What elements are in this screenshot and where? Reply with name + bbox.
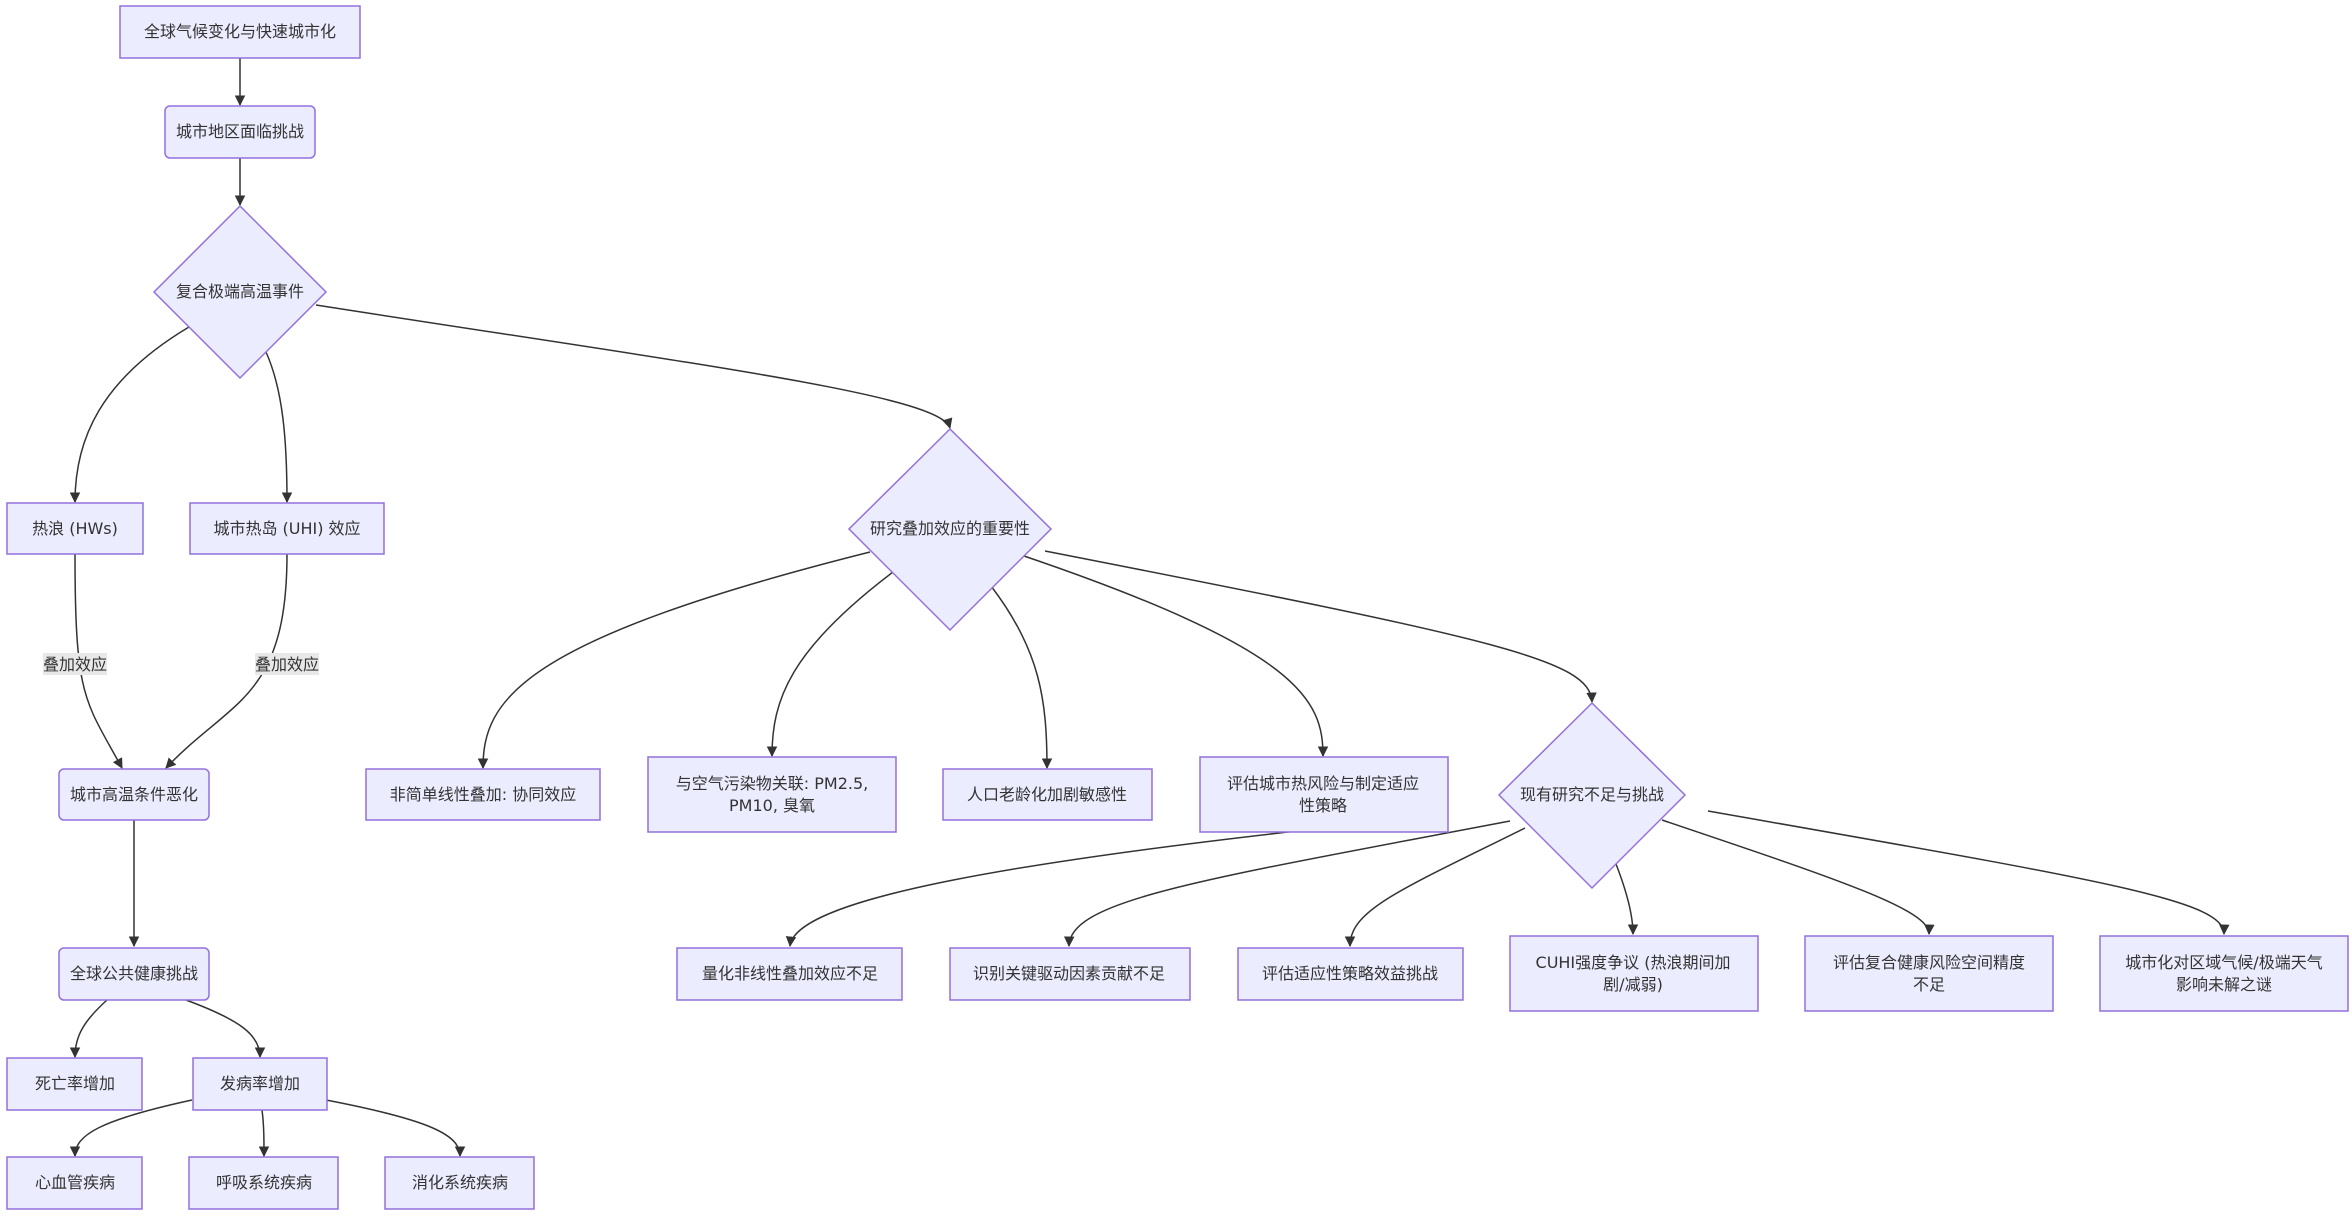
node-label: 复合极端高温事件	[176, 282, 304, 301]
node-compound-extreme-heat: 复合极端高温事件	[152, 204, 328, 380]
node-label: 现有研究不足与挑战	[1520, 785, 1664, 804]
edge-18-24	[1707, 810, 2230, 936]
node-respiratory-disease: 呼吸系统疾病	[188, 1156, 339, 1210]
node-digestive-disease: 消化系统疾病	[384, 1156, 535, 1210]
node-air-pollutant-link: 与空气污染物关联: PM2.5, PM10, 臭氧	[647, 756, 897, 833]
node-cardiovascular-disease: 心血管疾病	[6, 1156, 143, 1210]
node-label: 呼吸系统疾病	[216, 1173, 312, 1192]
node-label-line: 剧/减弱)	[1603, 975, 1663, 994]
node-quantify-nonlinear-gap: 量化非线性叠加效应不足	[676, 947, 903, 1001]
node-superposition-importance: 研究叠加效应的重要性	[847, 427, 1053, 632]
node-driver-contribution-gap: 识别关键驱动因素贡献不足	[949, 947, 1191, 1001]
node-label: 消化系统疾病	[412, 1173, 508, 1192]
edge-13-17	[1023, 555, 1329, 758]
edge-label-overlap-hw: 叠加效应	[43, 653, 107, 675]
node-label-line: 性策略	[1299, 796, 1347, 815]
edge-3-5	[265, 351, 293, 504]
node-label: 全球公共健康挑战	[70, 964, 198, 983]
node-label-line: 城市化对区域气候/极端天气	[2125, 953, 2322, 972]
node-label: 评估适应性策略效益挑战	[1262, 964, 1438, 983]
edge-4-6	[74, 553, 123, 769]
edge-5-6	[165, 553, 288, 769]
node-heatwaves: 热浪 (HWs)	[6, 502, 144, 555]
node-morbidity-increase: 发病率增加	[192, 1057, 328, 1111]
edge-label-text: 叠加效应	[43, 655, 107, 674]
node-label: 心血管疾病	[35, 1173, 115, 1192]
node-urbanization-climate-mystery: 城市化对区域气候/极端天气 影响未解之谜	[2099, 935, 2349, 1012]
node-label: 非简单线性叠加: 协同效应	[390, 785, 576, 804]
node-label: 识别关键驱动因素贡献不足	[973, 964, 1165, 983]
node-label-line: PM10, 臭氧	[729, 796, 815, 815]
edge-18-21	[1344, 827, 1526, 948]
node-label: 量化非线性叠加效应不足	[702, 964, 878, 983]
node-label-line: 评估复合健康风险空间精度	[1833, 953, 2025, 972]
edge-7-8	[69, 999, 108, 1059]
node-global-climate-urbanization: 全球气候变化与快速城市化	[119, 5, 361, 59]
node-global-health-challenge: 全球公共健康挑战	[58, 947, 210, 1001]
edge-3-13	[315, 304, 953, 430]
node-label: 热浪 (HWs)	[32, 519, 118, 538]
edge-18-23	[1661, 819, 1935, 936]
node-label-line: 不足	[1913, 975, 1945, 994]
edge-13-14	[477, 551, 871, 770]
edge-label-overlap-uhi: 叠加效应	[255, 653, 319, 675]
node-label-line: CUHI强度争议 (热浪期间加	[1536, 953, 1731, 972]
edge-13-18	[1044, 550, 1597, 704]
node-label-line: 影响未解之谜	[2176, 975, 2272, 994]
node-urban-challenges: 城市地区面临挑战	[164, 105, 316, 159]
edge-label-text: 叠加效应	[255, 655, 319, 674]
node-aging-sensitivity: 人口老龄化加剧敏感性	[942, 768, 1153, 821]
edge-13-15	[766, 571, 894, 758]
edge-9-11	[258, 1109, 270, 1158]
edge-9-12	[325, 1099, 466, 1158]
node-label-line: 评估城市热风险与制定适应	[1227, 774, 1419, 793]
node-assess-heat-risk: 评估城市热风险与制定适应 性策略	[1199, 756, 1449, 833]
edge-18-22	[1615, 863, 1639, 936]
edge-18-20	[1063, 820, 1511, 948]
node-urban-heat-island: 城市热岛 (UHI) 效应	[189, 502, 385, 555]
edge-13-16	[990, 585, 1053, 770]
node-label: 死亡率增加	[35, 1074, 115, 1093]
node-spatial-precision-gap: 评估复合健康风险空间精度 不足	[1804, 935, 2054, 1012]
edge-17-19	[785, 814, 1448, 948]
edge-7-9	[185, 999, 266, 1059]
node-label: 城市热岛 (UHI) 效应	[213, 519, 360, 538]
node-urban-heat-worsening: 城市高温条件恶化	[58, 768, 210, 821]
node-label-line: 与空气污染物关联: PM2.5,	[676, 774, 868, 793]
node-cuhi-controversy: CUHI强度争议 (热浪期间加 剧/减弱)	[1509, 935, 1759, 1012]
edges	[69, 58, 2230, 1158]
node-nonlinear-synergy: 非简单线性叠加: 协同效应	[365, 768, 601, 821]
node-label: 城市地区面临挑战	[176, 122, 304, 141]
node-label: 城市高温条件恶化	[70, 785, 198, 804]
node-research-gaps: 现有研究不足与挑战	[1497, 701, 1687, 890]
node-label: 发病率增加	[220, 1074, 300, 1093]
edge-3-4	[69, 326, 190, 504]
node-label: 人口老龄化加剧敏感性	[967, 785, 1127, 804]
node-label: 全球气候变化与快速城市化	[144, 22, 336, 41]
node-adaptation-benefit-challenge: 评估适应性策略效益挑战	[1237, 947, 1464, 1001]
node-mortality-increase: 死亡率增加	[6, 1057, 143, 1111]
node-label: 研究叠加效应的重要性	[870, 519, 1030, 538]
edge-9-10	[69, 1099, 193, 1158]
